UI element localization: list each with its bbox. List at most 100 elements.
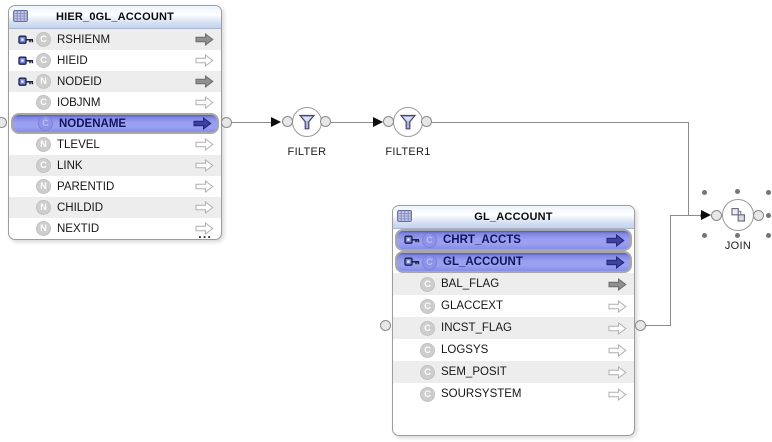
field-row-glaccext[interactable]: C GLACCEXT — [393, 295, 634, 317]
type-char-icon: C — [420, 320, 435, 336]
operator-filter1-label: FILTER1 — [385, 146, 431, 158]
filled-arrow-icon — [195, 33, 214, 46]
key-icon — [404, 257, 422, 267]
type-char-icon: C — [36, 158, 51, 173]
field-name: CHILDID — [57, 201, 104, 214]
selection-handle[interactable] — [766, 190, 771, 195]
port-hier-nodename-out[interactable] — [221, 117, 232, 128]
port-gl-incstflag-in[interactable] — [380, 320, 391, 331]
selection-handle[interactable] — [702, 190, 707, 195]
edge-filter1-to-join-h — [432, 122, 689, 123]
outline-arrow-icon — [608, 387, 627, 401]
field-name: GLACCEXT — [441, 300, 503, 312]
selection-handle[interactable] — [766, 233, 771, 238]
type-char-icon: C — [36, 32, 51, 47]
outline-arrow-icon — [608, 321, 627, 335]
type-numeric-icon: N — [36, 137, 51, 152]
selection-handle[interactable] — [735, 189, 740, 194]
field-row-iobjnm[interactable]: C IOBJNM — [9, 92, 221, 113]
edge-hier-to-filter — [232, 122, 272, 123]
outline-arrow-icon — [195, 138, 214, 151]
operator-filter[interactable] — [292, 107, 322, 137]
port-filter-out[interactable] — [320, 116, 331, 127]
table-title: HIER_0GL_ACCOUNT — [55, 11, 175, 23]
type-char-icon: C — [420, 298, 435, 314]
filled-arrow-icon — [608, 277, 627, 291]
field-name: LINK — [57, 159, 83, 172]
port-gl-incstflag-out[interactable] — [635, 320, 646, 331]
navy-arrow-icon — [606, 255, 625, 269]
field-row-nextid[interactable]: N NEXTID — [9, 218, 221, 239]
field-row-bal_flag[interactable]: C BAL_FLAG — [393, 273, 634, 295]
table-header: HIER_0GL_ACCOUNT — [9, 6, 221, 29]
field-name: NEXTID — [57, 222, 100, 235]
port-filter-in[interactable] — [282, 116, 293, 127]
truncation-ellipsis[interactable]: ... — [198, 226, 212, 240]
outline-arrow-icon — [195, 159, 214, 172]
type-numeric-icon: N — [36, 74, 51, 89]
type-numeric-icon: N — [36, 200, 51, 215]
field-name: RSHIENM — [57, 33, 111, 46]
key-icon — [18, 35, 36, 45]
field-name: LOGSYS — [441, 344, 489, 356]
field-name: SOURSYSTEM — [441, 388, 522, 400]
operator-filter-label: FILTER — [287, 146, 327, 158]
operator-filter1[interactable] — [393, 107, 423, 137]
type-numeric-icon: N — [36, 179, 51, 194]
key-icon — [18, 77, 36, 87]
port-filter1-in[interactable] — [383, 116, 394, 127]
field-row-childid[interactable]: N CHILDID — [9, 197, 221, 218]
table-title: GL_ACCOUNT — [474, 211, 553, 223]
edge-filter1-to-join-v — [688, 122, 689, 216]
key-icon — [18, 56, 36, 66]
port-join-out[interactable] — [753, 210, 764, 221]
outline-arrow-icon — [608, 365, 627, 379]
outline-arrow-icon — [608, 343, 627, 357]
field-name: CHRT_ACCTS — [443, 234, 521, 246]
field-row-rshienm[interactable]: C RSHIENM — [9, 29, 221, 50]
field-name: BAL_FLAG — [441, 278, 500, 290]
outline-arrow-icon — [195, 96, 214, 109]
port-hier-nodename-in[interactable] — [0, 117, 7, 128]
port-filter1-out[interactable] — [421, 116, 432, 127]
outline-arrow-icon — [195, 180, 214, 193]
outline-arrow-icon — [608, 299, 627, 313]
outline-arrow-icon — [195, 54, 214, 67]
table-header: GL_ACCOUNT — [393, 206, 634, 229]
type-numeric-icon: N — [36, 221, 51, 236]
selection-handle[interactable] — [702, 233, 707, 238]
field-row-incst_flag[interactable]: C INCST_FLAG — [393, 317, 634, 339]
field-name: IOBJNM — [57, 96, 101, 109]
navy-arrow-icon — [606, 233, 625, 247]
type-char-icon: C — [36, 53, 51, 68]
outline-arrow-icon — [195, 222, 214, 235]
table-grid-icon — [397, 210, 412, 222]
type-char-icon: C — [36, 95, 51, 110]
edge-gl-to-join-h — [646, 325, 671, 326]
arrowhead-icon — [701, 210, 711, 220]
selection-handle[interactable] — [766, 213, 771, 218]
arrowhead-icon — [271, 117, 281, 127]
operator-join[interactable] — [722, 199, 754, 231]
field-name: NODENAME — [59, 117, 127, 130]
field-name: INCST_FLAG — [441, 322, 512, 334]
field-row-link[interactable]: C LINK — [9, 155, 221, 176]
arrowhead-icon — [373, 117, 383, 127]
selection-handle[interactable] — [735, 233, 740, 238]
type-char-icon: C — [422, 254, 437, 270]
type-char-icon: C — [420, 276, 435, 292]
port-join-in[interactable] — [711, 210, 722, 221]
